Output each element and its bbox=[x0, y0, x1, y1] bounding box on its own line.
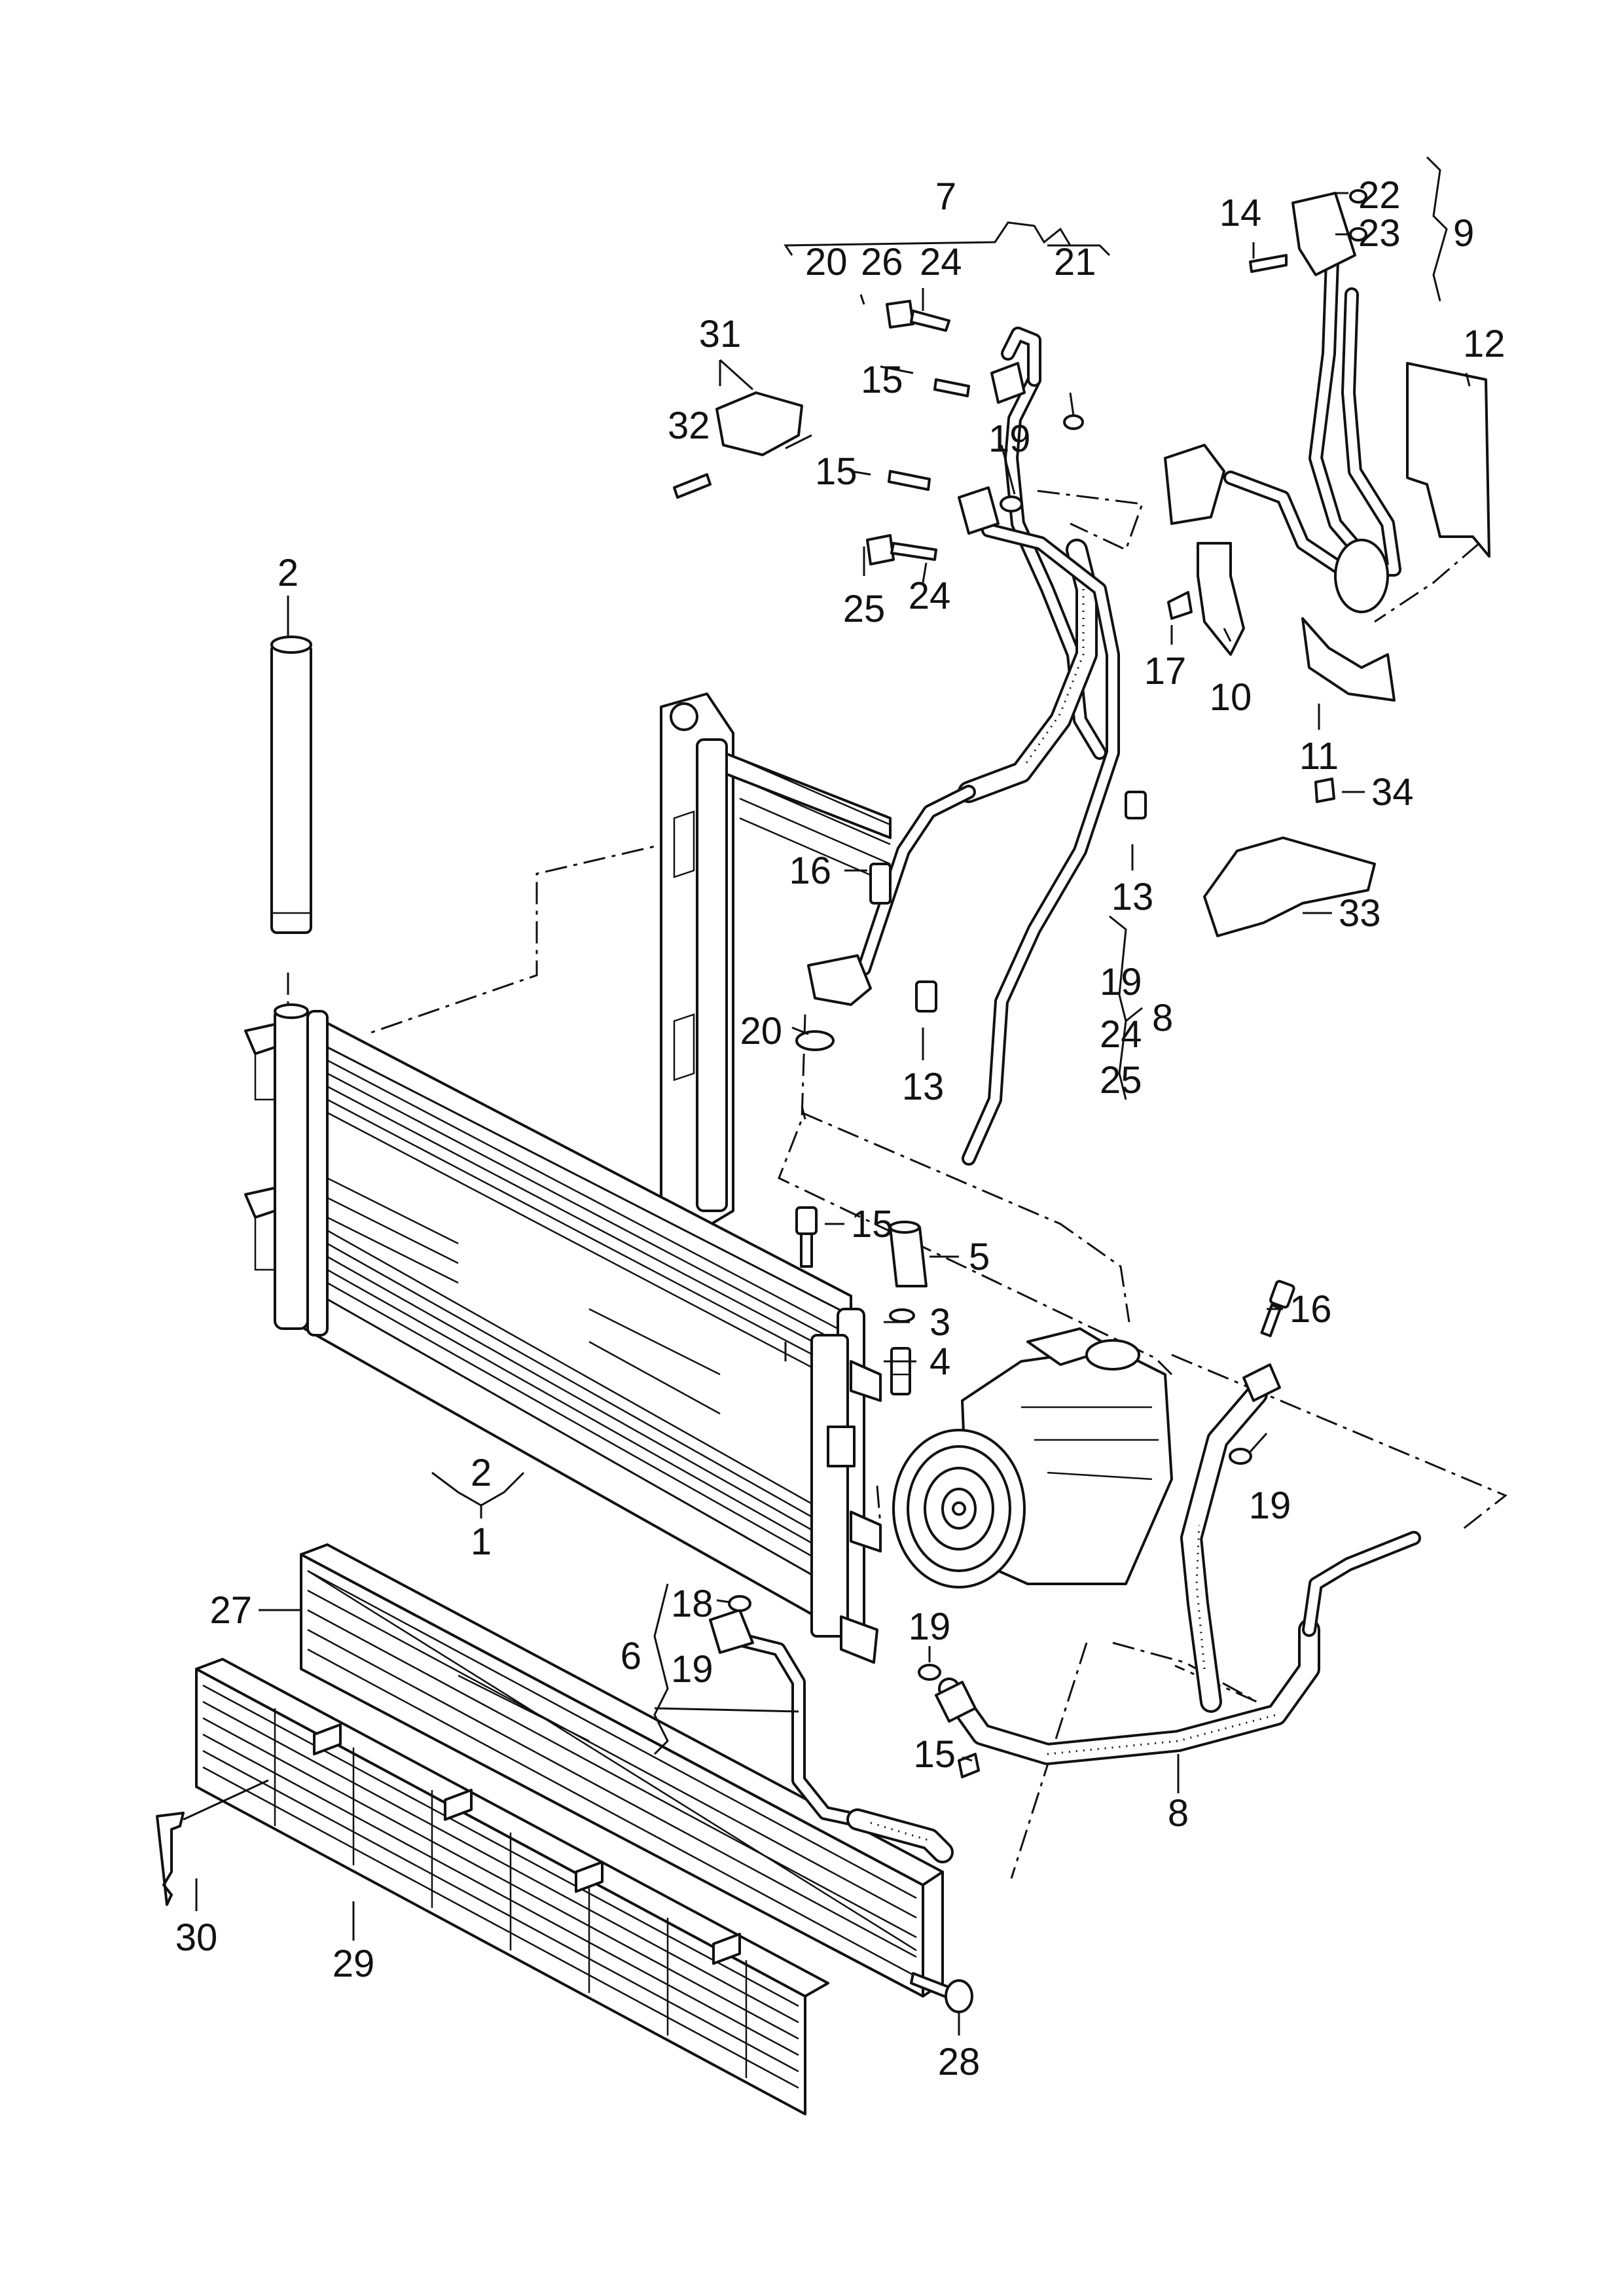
callout-2-condenser: 2 bbox=[471, 1452, 492, 1494]
callout-6: 6 bbox=[621, 1635, 641, 1677]
callout-19-mid: 19 bbox=[1100, 961, 1142, 1003]
callout-31: 31 bbox=[699, 313, 742, 355]
callout-19-line6: 19 bbox=[671, 1648, 713, 1691]
callout-29: 29 bbox=[333, 1943, 375, 1985]
bracket-10 bbox=[1197, 542, 1245, 656]
callout-22: 22 bbox=[1358, 174, 1401, 217]
refrigerant-line-8 bbox=[935, 1363, 1421, 1765]
bracket-12 bbox=[1406, 362, 1490, 558]
callout-9: 9 bbox=[1453, 212, 1474, 255]
callout-17: 17 bbox=[1144, 650, 1187, 692]
callout-27: 27 bbox=[209, 1589, 252, 1632]
refrigerant-line-6 bbox=[709, 1609, 954, 1863]
air-guide-panel bbox=[300, 1543, 944, 1998]
bolt-32 bbox=[673, 473, 712, 499]
callout-13-upper: 13 bbox=[1111, 876, 1154, 918]
callout-16-upper: 16 bbox=[789, 850, 831, 892]
callout-23: 23 bbox=[1358, 212, 1401, 255]
callout-25-upper: 25 bbox=[843, 588, 886, 630]
brackets bbox=[715, 362, 1490, 937]
callout-24-upper: 24 bbox=[920, 241, 962, 283]
nut-17 bbox=[1167, 591, 1193, 620]
receiver-drier-tube bbox=[270, 636, 312, 934]
ac-compressor bbox=[892, 1327, 1173, 1588]
callout-3: 3 bbox=[929, 1301, 950, 1344]
callout-33: 33 bbox=[1339, 892, 1381, 935]
callout-15-b: 15 bbox=[815, 450, 857, 493]
seal-19-right bbox=[1229, 1448, 1252, 1465]
valve-24-b bbox=[890, 542, 937, 561]
bolt-34 bbox=[1314, 778, 1335, 803]
callout-10: 10 bbox=[1210, 676, 1252, 719]
seal-19-upper bbox=[1000, 495, 1023, 512]
callout-11: 11 bbox=[1299, 735, 1339, 778]
callout-2-drier: 2 bbox=[278, 552, 298, 594]
callout-32: 32 bbox=[668, 404, 710, 447]
callout-30: 30 bbox=[175, 1916, 218, 1959]
seal-18 bbox=[728, 1595, 751, 1612]
seal-21 bbox=[1063, 414, 1084, 430]
seal-20 bbox=[795, 1030, 835, 1051]
refrigerant-line-7-upper bbox=[807, 327, 1120, 1166]
bolt-16-upper bbox=[869, 863, 892, 905]
callout-15-condenser: 15 bbox=[851, 1203, 893, 1246]
front-grille bbox=[195, 1658, 829, 2115]
callout-24-lower: 24 bbox=[1100, 1013, 1142, 1056]
bracket-31 bbox=[715, 391, 803, 456]
callout-26: 26 bbox=[861, 241, 903, 283]
condenser-fins bbox=[327, 1059, 839, 1572]
callout-20-lower: 20 bbox=[740, 1010, 782, 1052]
valve-24-a bbox=[910, 310, 950, 332]
callout-4: 4 bbox=[929, 1340, 950, 1383]
callout-7: 7 bbox=[935, 175, 956, 218]
callout-19-upper: 19 bbox=[988, 418, 1031, 460]
callout-labels: 2 2 1 3 4 5 15 6 19 18 19 15 8 19 16 27 … bbox=[175, 174, 1506, 2083]
callout-28: 28 bbox=[938, 2041, 981, 2083]
callout-14: 14 bbox=[1219, 192, 1262, 234]
callout-1: 1 bbox=[471, 1520, 492, 1563]
bolt-14 bbox=[1249, 254, 1288, 273]
callout-15-lower: 15 bbox=[913, 1733, 956, 1776]
seal-19-lower bbox=[918, 1664, 941, 1681]
bracket-11 bbox=[1301, 617, 1396, 702]
callout-20-upper: 20 bbox=[805, 241, 848, 283]
callout-13-lower: 13 bbox=[902, 1066, 945, 1108]
callout-21: 21 bbox=[1054, 241, 1096, 283]
bolt-15-a bbox=[933, 378, 970, 397]
callout-24-mid: 24 bbox=[909, 575, 951, 617]
seal-22 bbox=[1349, 189, 1367, 204]
callout-leaders bbox=[195, 156, 1471, 2036]
callout-5: 5 bbox=[969, 1236, 990, 1278]
bracket-33 bbox=[1203, 836, 1376, 937]
callout-19-lower: 19 bbox=[909, 1605, 951, 1648]
callout-12: 12 bbox=[1463, 323, 1506, 365]
sensor-13-a bbox=[1125, 791, 1147, 819]
retaining-clip bbox=[156, 1779, 269, 1906]
pressure-sender-assembly bbox=[889, 1221, 928, 1395]
callout-34: 34 bbox=[1371, 771, 1414, 814]
callout-25-lower: 25 bbox=[1100, 1059, 1142, 1102]
bolt-15-b bbox=[888, 470, 931, 491]
seal-23 bbox=[1349, 227, 1367, 242]
upper-fasteners bbox=[673, 189, 1367, 1051]
lower-small-parts bbox=[728, 1280, 1295, 1778]
callout-19-right: 19 bbox=[1249, 1484, 1291, 1527]
callout-8-lower: 8 bbox=[1168, 1792, 1189, 1835]
callout-16-lower: 16 bbox=[1290, 1288, 1332, 1331]
cap-26 bbox=[886, 300, 914, 329]
radiator bbox=[660, 692, 892, 1232]
sensor-13-b bbox=[915, 980, 937, 1013]
condenser bbox=[244, 1003, 882, 1664]
bolt-28 bbox=[910, 1972, 973, 2013]
refrigerant-line-9 bbox=[1164, 192, 1401, 613]
callout-18: 18 bbox=[671, 1583, 713, 1625]
cap-25 bbox=[866, 534, 895, 565]
callout-15-a: 15 bbox=[861, 359, 903, 401]
callout-8-upper: 8 bbox=[1152, 997, 1173, 1039]
bolt-15-condenser bbox=[795, 1206, 818, 1268]
